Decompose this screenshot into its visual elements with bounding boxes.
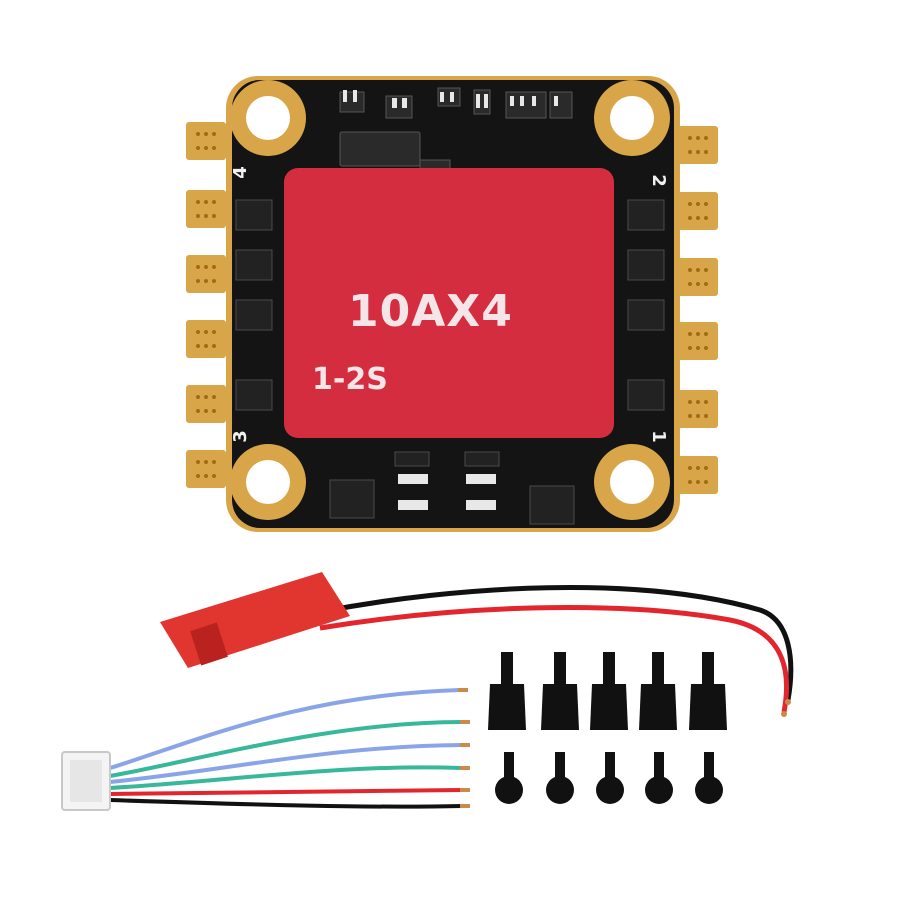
screw-icon xyxy=(546,752,574,804)
standoff-icon xyxy=(541,652,579,730)
solder-tabs-left xyxy=(186,122,226,488)
pad-number-1: 1 xyxy=(647,430,669,443)
standoff-set xyxy=(488,652,727,730)
standoff-icon xyxy=(488,652,526,730)
label-sticker xyxy=(284,168,614,438)
pad-number-4: 4 xyxy=(229,166,251,179)
signal-plug-icon xyxy=(61,751,111,811)
mounting-holes xyxy=(230,80,670,520)
standoff-icon xyxy=(689,652,727,730)
screw-icon xyxy=(645,752,673,804)
screw-set xyxy=(495,752,723,804)
esc-board xyxy=(186,76,718,532)
screw-icon xyxy=(596,752,624,804)
board-label-cells: 1-2S xyxy=(312,362,388,397)
screw-icon xyxy=(695,752,723,804)
pad-number-3: 3 xyxy=(229,430,251,443)
standoff-icon xyxy=(590,652,628,730)
jst-connector-icon xyxy=(160,572,350,668)
standoff-icon xyxy=(639,652,677,730)
solder-tabs-right xyxy=(678,126,718,494)
power-cable xyxy=(319,585,794,717)
screw-icon xyxy=(495,752,523,804)
pad-number-2: 2 xyxy=(647,174,669,187)
board-label-rating: 10AX4 xyxy=(348,286,513,337)
wire-harness-icon xyxy=(109,688,470,809)
